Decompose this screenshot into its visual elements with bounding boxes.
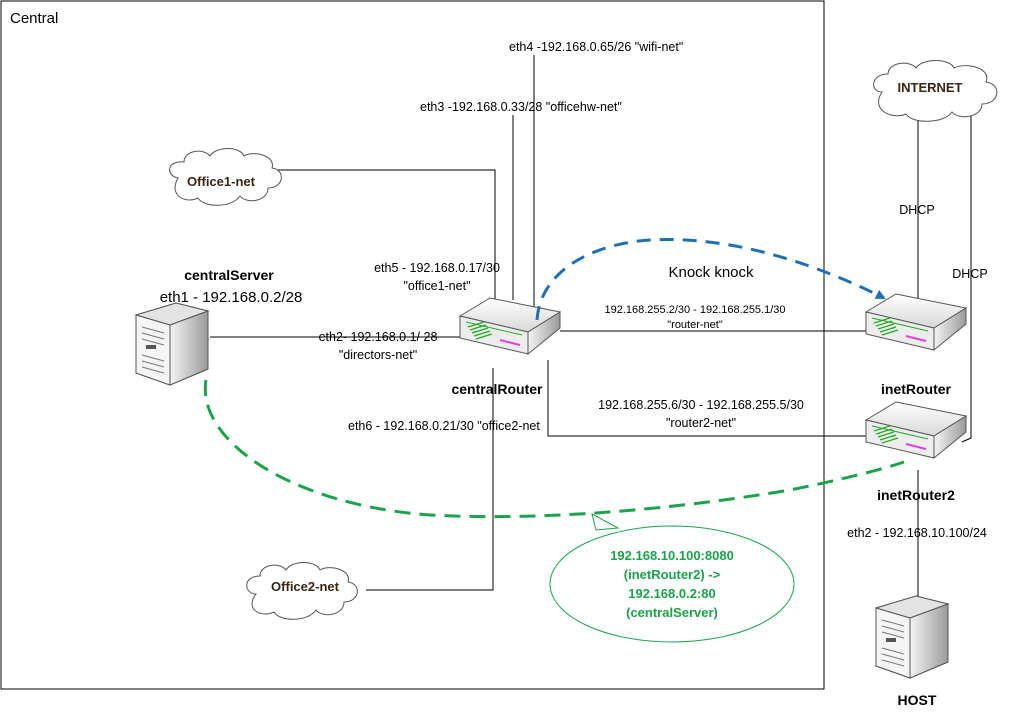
central-server-icon (135, 302, 209, 386)
forward-line-2: (inetRouter2) -> (624, 567, 721, 582)
eth2-net-label: "directors-net" (339, 348, 417, 362)
central-server-label: centralServer (184, 267, 274, 283)
router2-net-name-label: "router2-net" (666, 416, 736, 430)
eth4-label: eth4 -192.168.0.65/26 "wifi-net" (509, 40, 683, 54)
central-region-label: Central (10, 10, 58, 27)
central-server-ip-label: eth1 - 192.168.0.2/28 (160, 289, 303, 306)
host-eth2-label: eth2 - 192.168.10.100/24 (847, 526, 987, 540)
eth6-label: eth6 - 192.168.0.21/30 "office2-net (348, 419, 540, 433)
knock-arrow (535, 238, 886, 321)
router-net-ip-label: 192.168.255.2/30 - 192.168.255.1/30 (604, 304, 785, 316)
office1-net-cloud: Office1-net (169, 148, 282, 206)
router2-net-ip-label: 192.168.255.6/30 - 192.168.255.5/30 (598, 398, 804, 412)
eth5-ip-label: eth5 - 192.168.0.17/30 (374, 261, 500, 275)
forward-line-1: 192.168.10.100:8080 (610, 548, 734, 563)
internet-cloud: INTERNET (873, 60, 998, 122)
office1-net-label: Office1-net (187, 174, 256, 189)
inet-router-icon (865, 293, 967, 351)
eth2-ip-label: eth2- 192.168.0.1/ 28 (319, 330, 438, 344)
connection-lines (210, 55, 972, 596)
router-net-name-label: "router-net" (667, 319, 723, 331)
router2-net-link (547, 360, 870, 437)
inet-router2-icon (865, 401, 967, 459)
central-router-icon (459, 297, 561, 355)
eth3-label: eth3 -192.168.0.33/28 "officehw-net" (420, 100, 622, 114)
host-server-icon (875, 595, 949, 679)
dhcp2-label: DHCP (952, 267, 987, 281)
office1-link (272, 169, 496, 318)
forward-path (203, 379, 905, 519)
forward-line-4: (centralServer) (626, 605, 718, 620)
eth5-net-label: "office1-net" (403, 279, 470, 293)
inet-router-label: inetRouter (881, 381, 952, 397)
forward-line-3: 192.168.0.2:80 (628, 586, 715, 601)
forward-callout: 192.168.10.100:8080 (inetRouter2) -> 192… (549, 513, 795, 643)
inet-router2-label: inetRouter2 (877, 487, 955, 503)
internet-label: INTERNET (898, 80, 963, 95)
knock-label: Knock knock (668, 264, 754, 281)
office2-link (366, 368, 494, 591)
office2-net-label: Office2-net (271, 579, 340, 594)
central-region-border (0, 0, 825, 690)
central-router-label: centralRouter (451, 381, 543, 397)
internet-dhcp2-link (961, 112, 972, 443)
dhcp1-label: DHCP (899, 203, 934, 217)
host-label: HOST (898, 692, 937, 708)
office2-net-cloud: Office2-net (246, 562, 358, 620)
